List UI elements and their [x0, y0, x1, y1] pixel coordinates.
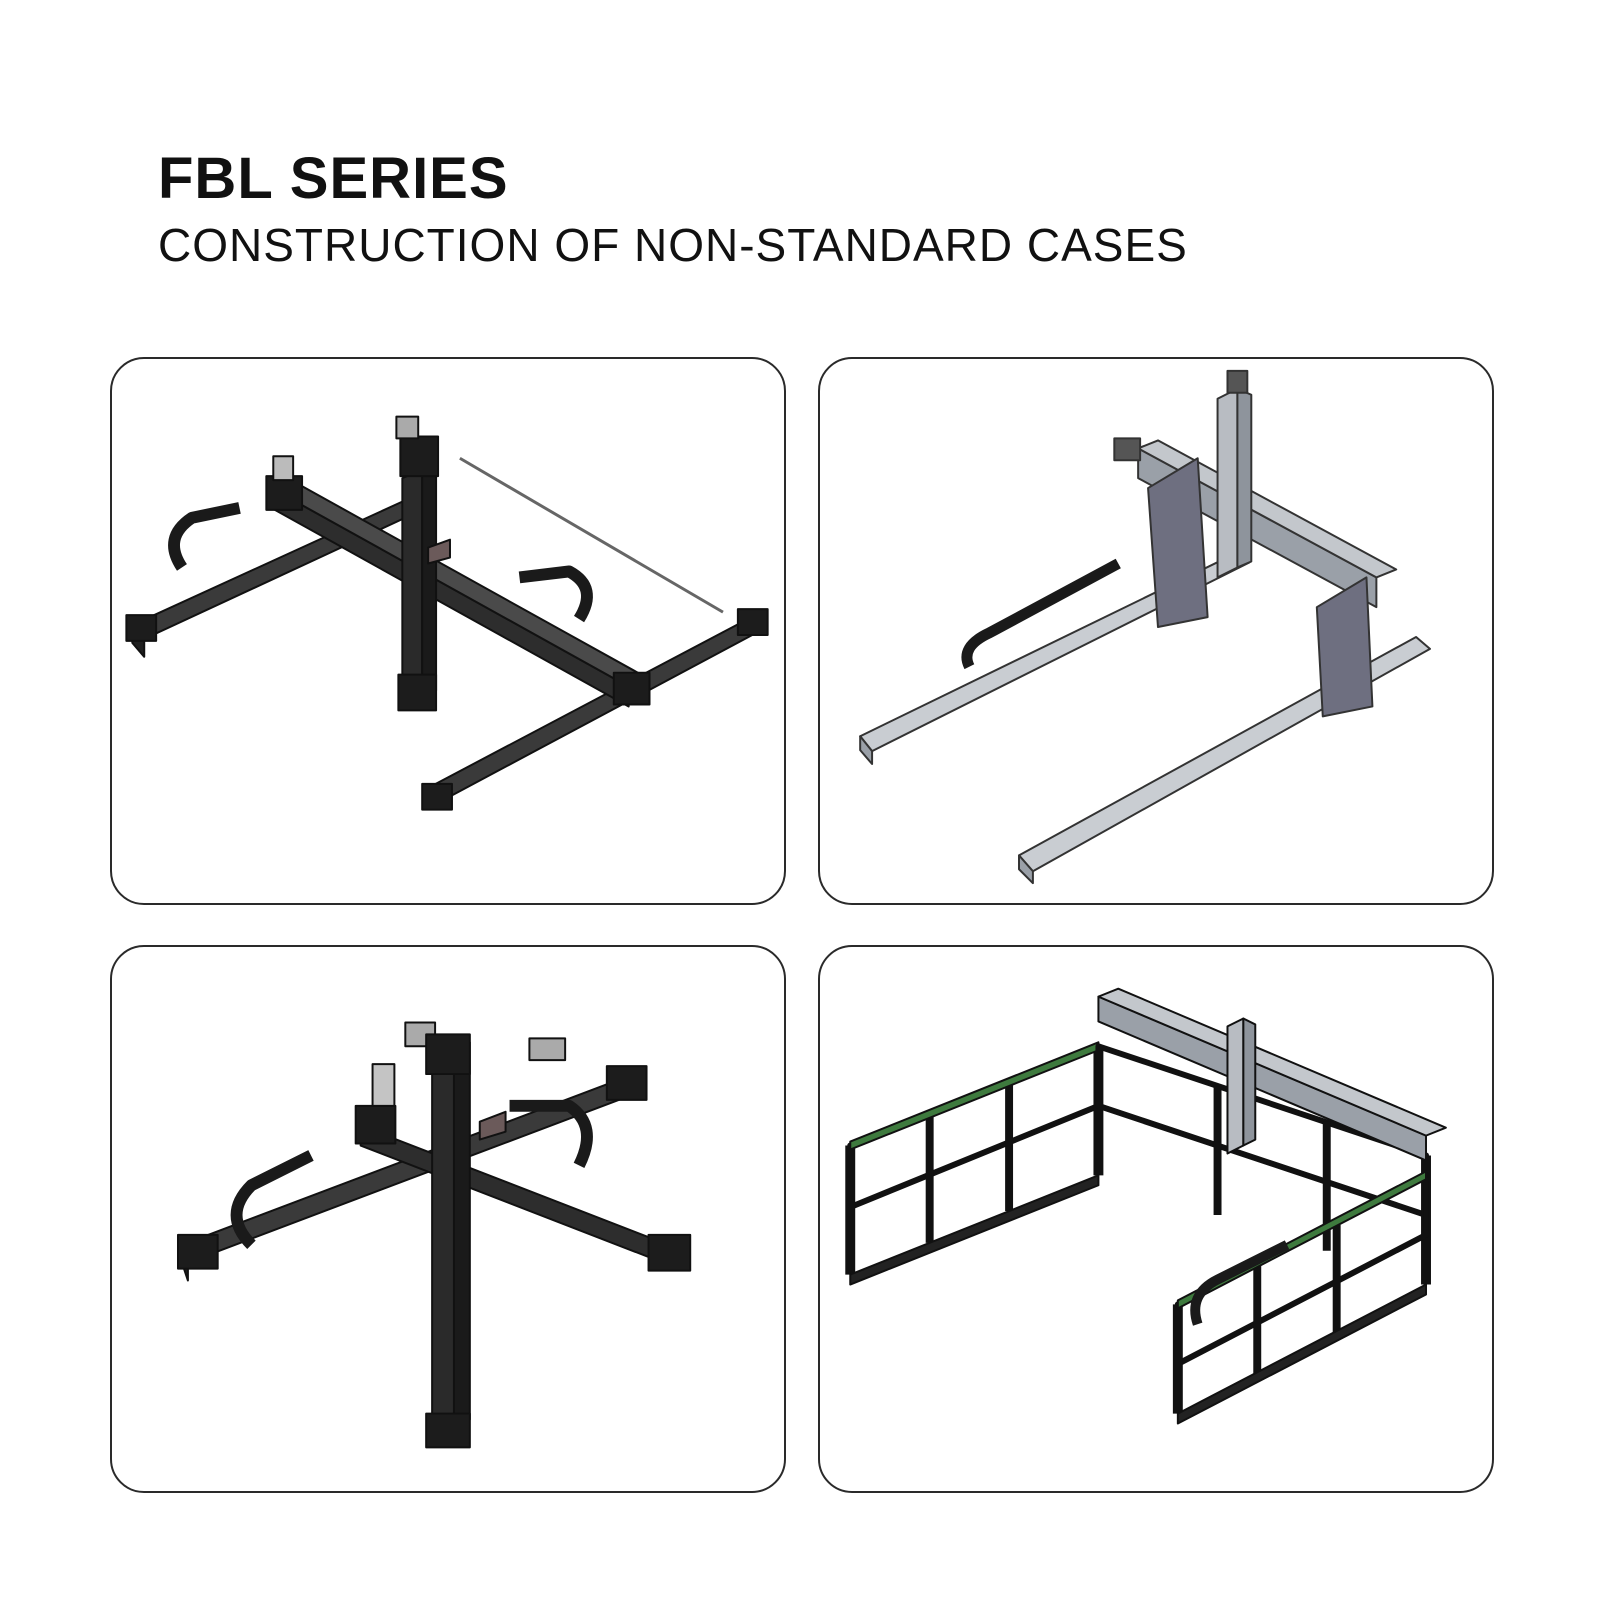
page-title: FBL SERIES: [158, 146, 509, 211]
gantry-illustration-2: [859, 369, 1431, 885]
gantry-illustration-3: [176, 1021, 692, 1449]
case-card-4: [818, 945, 1494, 1493]
case-card-1: [110, 357, 786, 905]
gantry-illustration-1: [125, 415, 769, 811]
gantry-illustration-4: [845, 987, 1447, 1425]
page-subtitle: CONSTRUCTION OF NON-STANDARD CASES: [158, 219, 1188, 271]
case-card-3: [110, 945, 786, 1493]
case-card-2: [818, 357, 1494, 905]
